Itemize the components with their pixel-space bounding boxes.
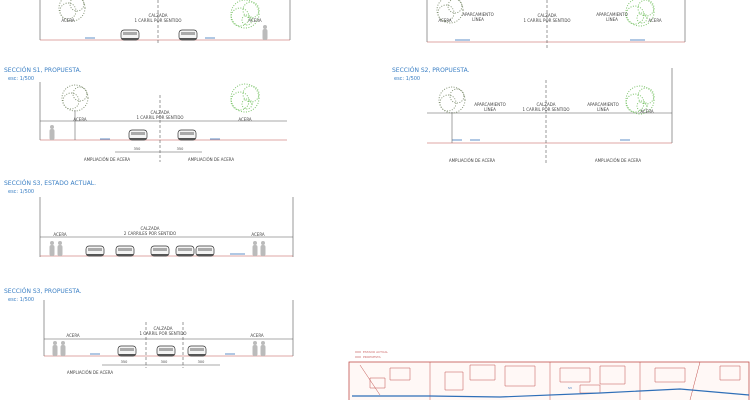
label-carril: 1 CARRIL POR SENTIDO [522,107,570,112]
legend-estado-actual: ESTADO ACTUAL [363,350,388,354]
label-acera: ACERA [251,232,265,237]
label-calzada: CALZADA [537,13,557,18]
label-aparcamiento: APARCAMIENTO [474,102,506,107]
label-acera: ACERA [250,333,264,338]
section-scale: esc: 1/500 [8,76,35,82]
label-linea: LÍNEA [597,107,609,112]
label-acera: ACERA [66,333,80,338]
label-ampliacion: AMPLIACIÓN DE ACERA [187,157,235,162]
label-acera: ACERA [640,109,654,114]
label-acera: ACERA [73,117,87,122]
label-linea: LÍNEA [484,107,496,112]
label-acera: ACERA [61,18,75,23]
label-ampliacion: AMPLIACIÓN DE ACERA [66,370,114,375]
label-aparcamiento: APARCAMIENTO [596,12,628,17]
label-linea: LÍNEA [472,17,484,22]
section-scale: esc: 1/500 [8,297,35,303]
label-aparcamiento: APARCAMIENTO [462,12,494,17]
label-acera: ACERA [248,18,262,23]
label-linea: LÍNEA [606,17,618,22]
label-acera: ACERA [53,232,67,237]
dimension: 300 [197,360,205,364]
label-acera: ACERA [238,117,252,122]
dimension: 300 [160,360,168,364]
label-calzada: CALZADA [536,102,556,107]
label-carril: 2 CARRILES POR SENTIDO [123,231,177,236]
label-aparcamiento: APARCAMIENTO [587,102,619,107]
label-calzada: CALZADA [150,110,170,115]
label-carril: 1 CARRIL POR SENTIDO [134,18,182,23]
section-title: SECCIÓN S3, ESTADO ACTUAL. [4,180,97,187]
section-title: SECCIÓN S3, PROPUESTA. [4,288,82,295]
dimension: 350 [176,147,184,151]
section-title: SECCIÓN S1, PROPUESTA. [4,67,82,74]
label-calzada: CALZADA [148,13,168,18]
dimension: 350 [133,147,141,151]
legend-propuesta: PROPUESTA [363,355,381,359]
section-scale: esc: 1/500 [8,189,35,195]
label-carril: 1 CARRIL POR SENTIDO [136,115,184,120]
label-carril: 1 CARRIL POR SENTIDO [139,331,187,336]
label-calzada: CALZADA [140,226,160,231]
label-carril: 1 CARRIL POR SENTIDO [523,18,571,23]
section-scale: esc: 1/500 [394,76,421,82]
label-ampliacion: AMPLIACIÓN DE ACERA [594,158,642,163]
label-acera: ACERA [438,18,452,23]
label-ampliacion: AMPLIACIÓN DE ACERA [448,158,496,163]
section-title: SECCIÓN S2, PROPUESTA. [392,67,470,74]
label-calzada: CALZADA [153,326,173,331]
site-plan-map [348,351,750,400]
label-ampliacion: AMPLIACIÓN DE ACERA [83,157,131,162]
map-section-marker: S3 [568,386,572,390]
dimension: 350 [120,360,128,364]
label-acera: ACERA [648,18,662,23]
